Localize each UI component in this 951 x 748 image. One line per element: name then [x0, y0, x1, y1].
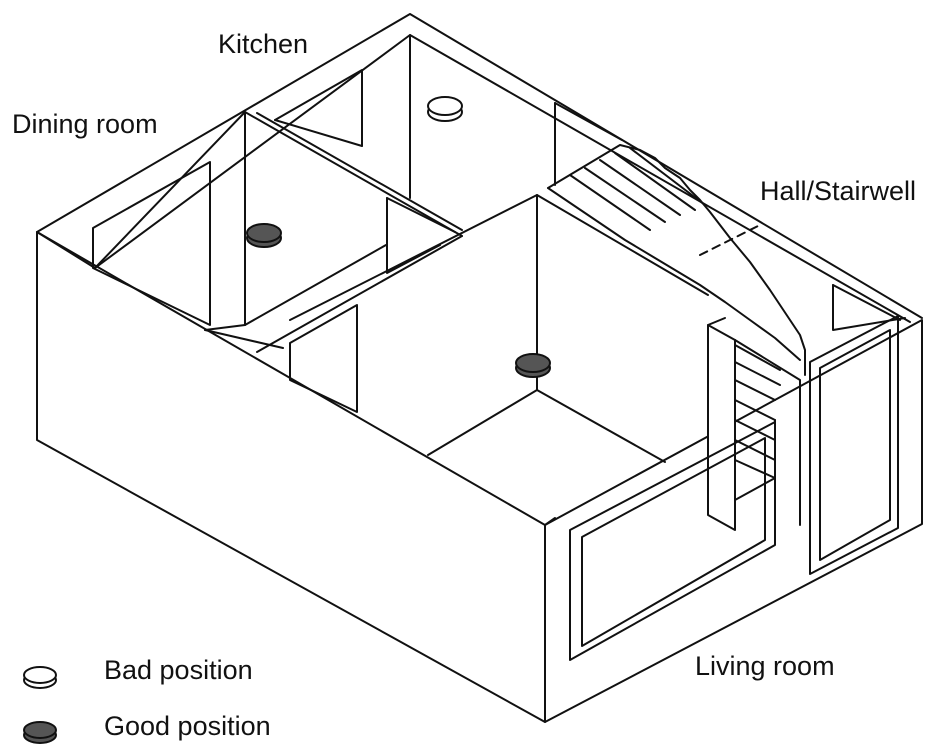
- kitchen-label: Kitchen: [218, 29, 309, 59]
- outer-walls: [37, 14, 922, 722]
- legend-good-marker: [23, 721, 57, 744]
- hall-walls: [708, 285, 905, 574]
- dining-room-walls: [93, 112, 462, 352]
- legend-good-position-label: Good position: [104, 711, 271, 741]
- dining-room-door: [93, 162, 210, 325]
- central-room-door: [290, 305, 357, 412]
- dining-room-label: Dining room: [12, 109, 158, 139]
- legend-bad-position-label: Bad position: [104, 655, 253, 685]
- detector-kitchen-bad: [427, 96, 463, 122]
- left-wall-rim: [37, 14, 922, 318]
- legend-bad-marker: [23, 666, 57, 689]
- hall-door-frame: [810, 316, 898, 574]
- left-outer-wall: [37, 232, 545, 722]
- central-room-walls: [290, 195, 708, 462]
- hall-stairwell-label: Hall/Stairwell: [760, 176, 917, 206]
- hall-door: [820, 330, 890, 560]
- detector-central-good: [515, 353, 551, 378]
- staircase: [548, 145, 805, 500]
- living-room-window: [570, 422, 775, 660]
- kitchen-walls: [275, 35, 622, 273]
- detector-dining-good: [246, 223, 282, 248]
- living-room-label: Living room: [695, 651, 835, 681]
